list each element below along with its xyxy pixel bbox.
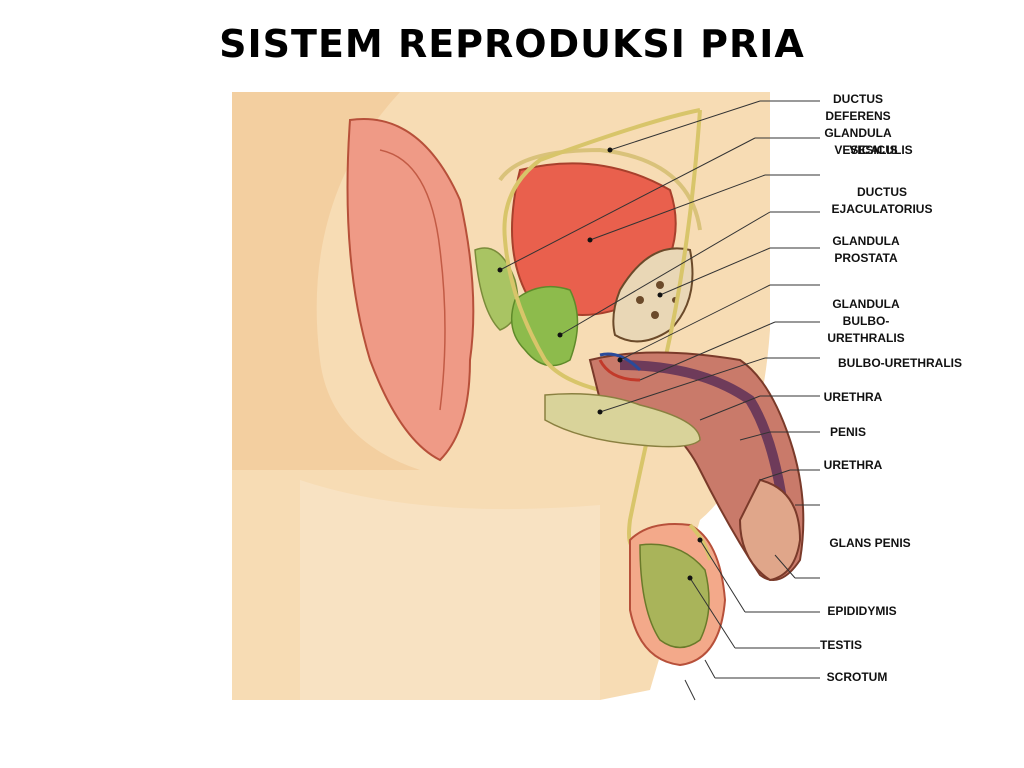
label-epididymis: EPIDIDYMIS bbox=[827, 604, 897, 618]
testis-shape bbox=[629, 523, 727, 667]
label-urethra-1: URETHRA bbox=[823, 390, 883, 404]
leader-dots bbox=[497, 147, 703, 581]
rectum-shape bbox=[346, 118, 475, 462]
label-bulbo-urethralis: BULBO-URETHRALIS bbox=[838, 356, 962, 370]
label-vesicalis-overlap: VESICULIS bbox=[849, 143, 913, 157]
label-testis: TESTIS bbox=[819, 638, 862, 652]
label-urethra-2: URETHRA bbox=[823, 458, 883, 472]
label-scrotum: SCROTUM bbox=[826, 670, 888, 684]
page-title: SISTEM REPRODUKSI PRIA bbox=[219, 22, 805, 66]
leader-lines bbox=[499, 100, 820, 701]
penis-shape bbox=[544, 351, 805, 582]
label-glans-penis: GLANS PENIS bbox=[829, 536, 911, 550]
label-penis: PENIS bbox=[829, 425, 866, 439]
